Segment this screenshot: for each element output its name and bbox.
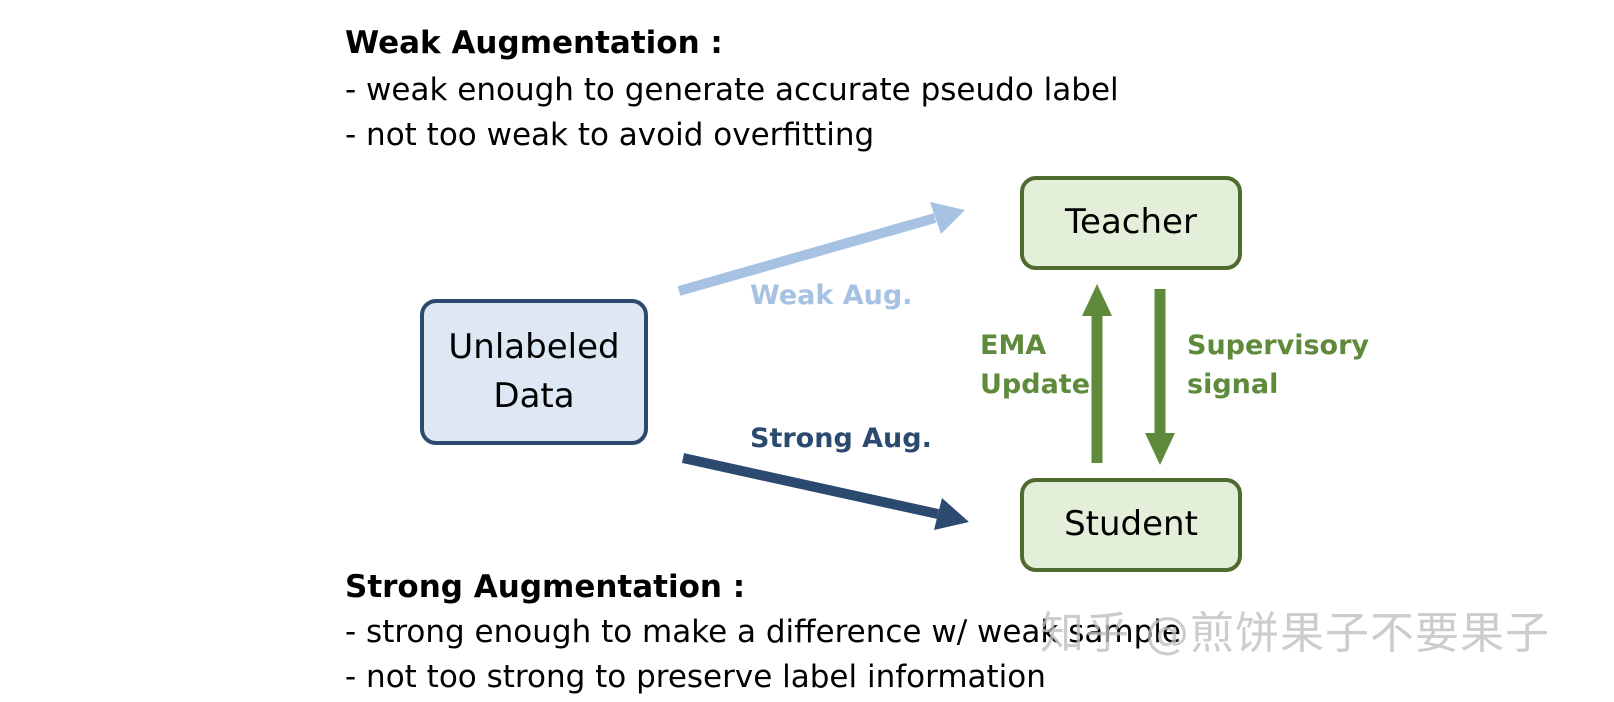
weak-aug-arrow-shaft <box>677 213 937 296</box>
teacher-label: Teacher <box>1065 202 1197 243</box>
unlabeled-data-label-line-2: Data <box>493 376 575 416</box>
supervisory-signal-label-line-1: Supervisory <box>1187 330 1370 361</box>
zhihu-watermark: 知乎 @煎饼果子不要果子 <box>1040 608 1550 659</box>
unlabeled-data-node: Unlabeled Data <box>420 299 648 445</box>
strong-augmentation-heading: Strong Augmentation : <box>345 569 746 605</box>
ema-update-arrow-head <box>1082 284 1112 316</box>
strong-augmentation-point-2: - not too strong to preserve label infor… <box>345 659 1046 695</box>
supervisory-signal-label: Supervisory signal <box>1187 326 1369 404</box>
strong-aug-label: Strong Aug. <box>750 423 932 454</box>
strong-aug-arrow-head <box>934 498 969 530</box>
weak-augmentation-heading: Weak Augmentation : <box>345 25 723 61</box>
supervisory-signal-arrow-head <box>1145 433 1175 465</box>
ema-update-label: EMA Update <box>980 326 1090 404</box>
student-node: Student <box>1020 478 1242 572</box>
ema-update-label-line-2: Update <box>980 369 1091 401</box>
unlabeled-data-label-line-1: Unlabeled <box>448 326 620 367</box>
weak-aug-label: Weak Aug. <box>750 280 913 311</box>
weak-augmentation-point-2: - not too weak to avoid overfitting <box>345 117 875 153</box>
strong-aug-arrow-shaft <box>681 453 940 519</box>
teacher-node: Teacher <box>1020 176 1242 270</box>
strong-augmentation-point-1: - strong enough to make a difference w/ … <box>345 614 1181 650</box>
ema-update-label-line-1: EMA <box>980 330 1047 361</box>
student-label: Student <box>1064 504 1198 545</box>
weak-augmentation-point-1: - weak enough to generate accurate pseud… <box>345 72 1119 108</box>
supervisory-signal-label-line-2: signal <box>1187 369 1279 401</box>
weak-aug-arrow-head <box>930 202 965 234</box>
